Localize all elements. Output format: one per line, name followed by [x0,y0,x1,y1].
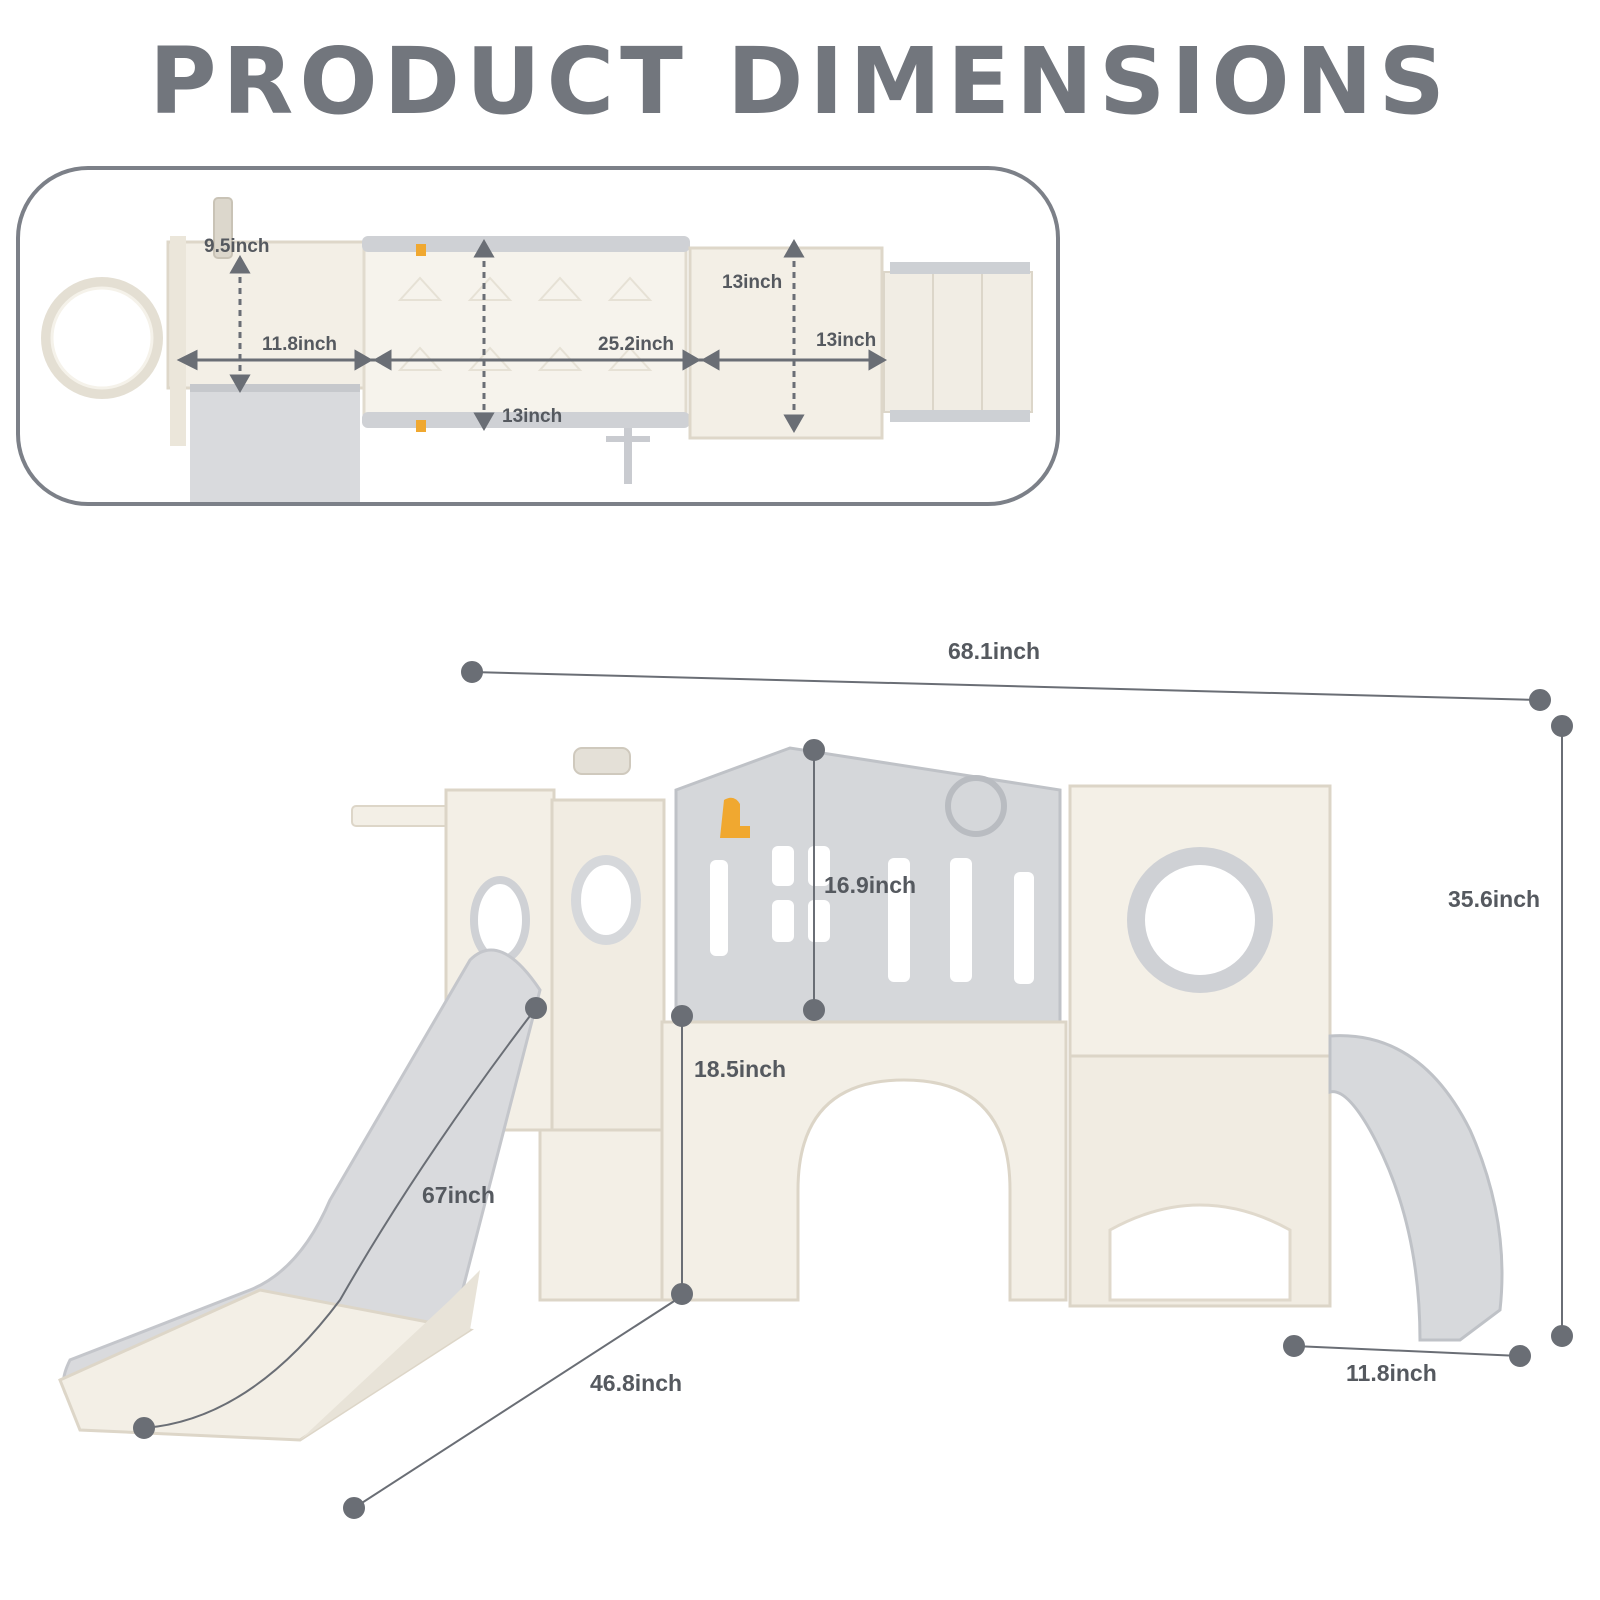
small-slide [1328,1034,1504,1342]
orange-giraffe [720,797,750,838]
dim-label-d4: 13inch [722,272,783,293]
page-title: PRODUCT DIMENSIONS [149,28,1451,135]
dim-label-d5: 13inch [816,330,877,351]
bridge-top [362,246,688,418]
left-slide-top [190,384,360,502]
top-view-playset [41,197,1033,502]
steering-ring [945,775,1007,837]
tunnel-height-label: 18.5inch [694,1056,787,1082]
roof-height-label: 16.9inch [824,872,917,898]
side-view-playset [58,746,1504,1442]
side-view-dimension-lines [133,661,1573,1519]
ladder-top [883,271,1033,413]
top-view-dimension-lines [176,238,888,434]
left-tower-top [166,240,366,390]
overall-height-label: 35.6inch [1448,886,1541,912]
dim-label-d3: 25.2inch [598,334,675,355]
dim-label-d6: 13inch [502,406,563,427]
side-telescope [573,747,631,775]
dim-label-d1: 9.5inch [204,236,270,257]
tunnel-base [660,1020,1068,1302]
hoop-ring [41,277,163,399]
depth-label: 46.8inch [590,1370,683,1396]
small-slide-width-label: 11.8inch [1346,1360,1437,1386]
slide-length-label: 67inch [422,1182,495,1208]
overall-length-label: 68.1inch [948,638,1041,664]
dim-label-d2: 11.8inch [262,334,337,355]
right-tower-top [688,246,884,440]
telescope [213,197,233,259]
